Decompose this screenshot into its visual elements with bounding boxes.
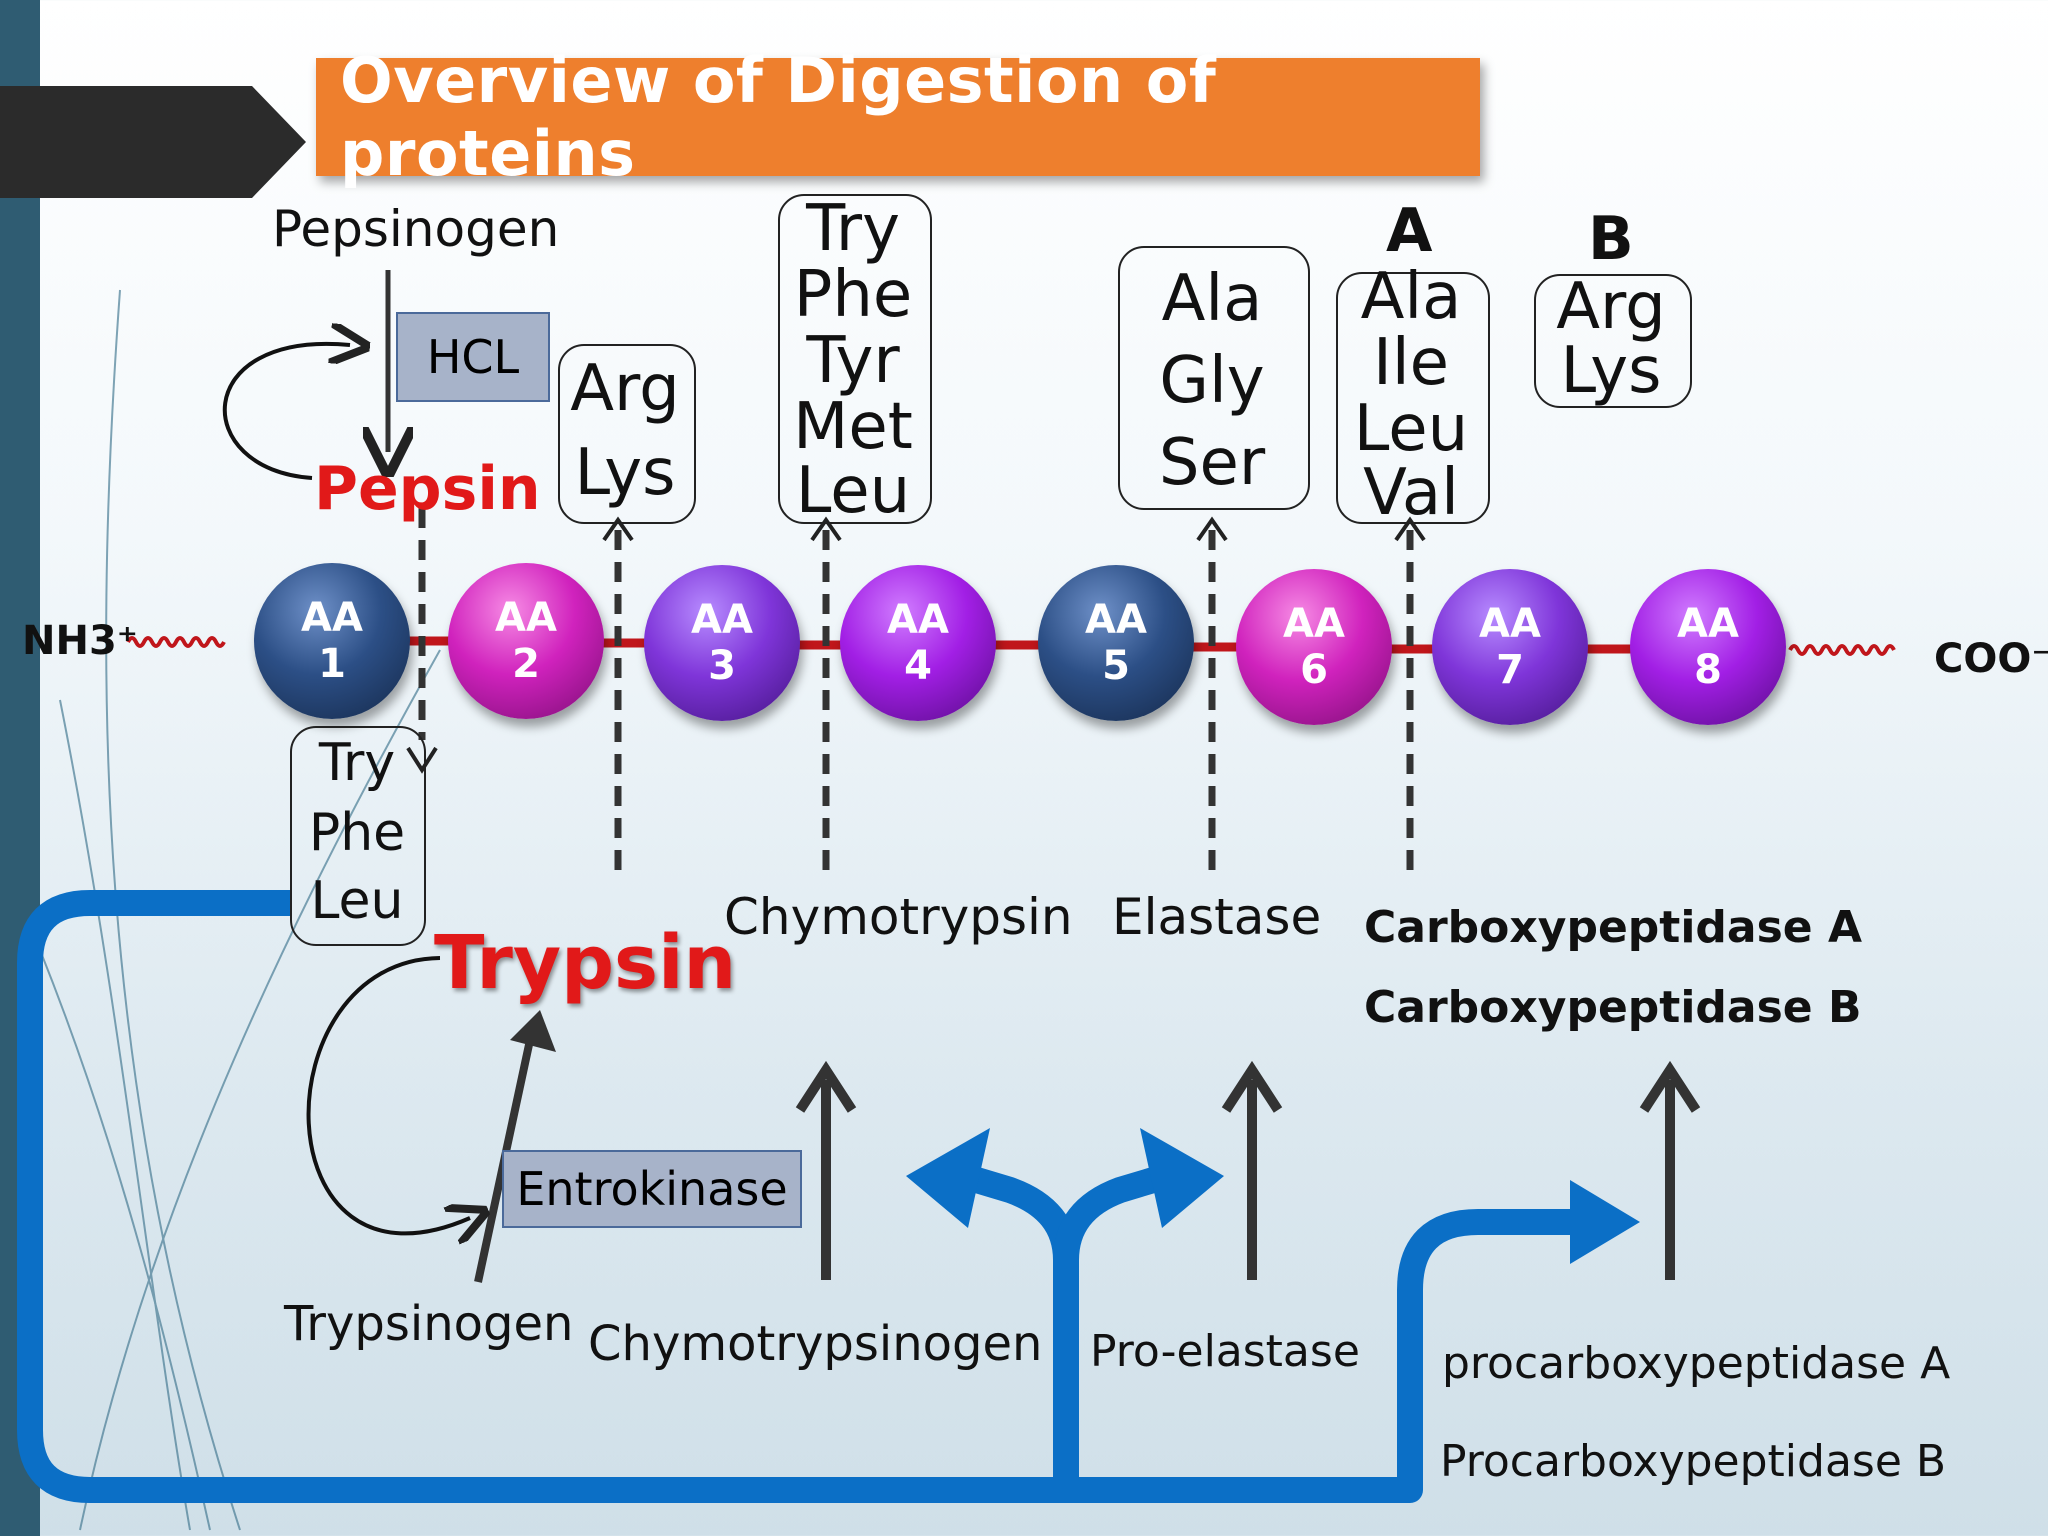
- cleavage-lines: [418, 508, 1414, 870]
- pepsin-sites-bracket: [290, 726, 426, 946]
- elastase-site: Ala: [1161, 262, 1263, 336]
- trypsin-site: Arg: [570, 352, 680, 426]
- carboxypeptidase-a-label: Carboxypeptidase A: [1364, 902, 1863, 953]
- carboxypeptidase-a-sites-bracket: [1336, 272, 1490, 524]
- procarboxypeptidase-b-label: Procarboxypeptidase B: [1440, 1436, 1947, 1487]
- chymotrypsin-site: Leu: [795, 454, 911, 528]
- chymotrypsin-site: Try: [806, 192, 900, 266]
- pepsinogen-label: Pepsinogen: [272, 200, 560, 258]
- procarboxypeptidase-a-label: procarboxypeptidase A: [1442, 1338, 1951, 1389]
- chymotrypsin-site: Tyr: [806, 324, 900, 398]
- trypsin-autocatalysis-arrow: [306, 956, 470, 1233]
- carboxypeptidase-b-site: Arg: [1556, 270, 1666, 344]
- pro-elastase-label: Pro-elastase: [1090, 1326, 1360, 1377]
- hcl-activator-box: HCL: [396, 312, 550, 402]
- c-terminus-label: COO⁻: [1934, 636, 2048, 682]
- chymotrypsinogen-label: Chymotrypsinogen: [588, 1316, 1043, 1372]
- pepsin-site: Try: [318, 733, 396, 793]
- entrokinase-activator-box: Entrokinase: [502, 1150, 802, 1228]
- n-terminus-label: NH3⁺: [22, 618, 138, 664]
- carboxypeptidase-b-label: Carboxypeptidase B: [1364, 982, 1862, 1033]
- page-title: Overview of Digestion of proteins: [340, 44, 1217, 190]
- carboxypeptidase-b-sites-bracket: [1534, 274, 1692, 408]
- title-arrow-tab: [0, 86, 306, 198]
- elastase-site: Gly: [1159, 344, 1265, 418]
- carboxypeptidase-a-site: Ala: [1360, 260, 1462, 334]
- chymotrypsin-sites-bracket: [778, 194, 932, 524]
- c-terminal-squiggle: [1788, 644, 1896, 656]
- elastase-sites-bracket: [1118, 246, 1310, 510]
- trypsin-site: Lys: [574, 436, 676, 510]
- carboxypeptidase-a-site: Leu: [1353, 392, 1469, 466]
- activation-arrows: [795, 1060, 1701, 1280]
- pepsin-site: Phe: [308, 803, 406, 863]
- carboxypeptidase-b-site: Lys: [1560, 334, 1662, 408]
- pancreatic-pipe: [17, 890, 1580, 1503]
- title-banner: Overview of Digestion of proteins: [316, 44, 1480, 190]
- trypsin-sites-bracket: [558, 344, 696, 524]
- pepsin-site: Leu: [310, 871, 404, 931]
- chymotrypsin-site: Met: [793, 390, 913, 464]
- elastase-label: Elastase: [1112, 888, 1322, 946]
- carboxypeptidase-a-site: Ile: [1372, 326, 1450, 400]
- peptide-bonds: [405, 636, 1634, 654]
- carboxypeptidase-a-site: Val: [1363, 456, 1459, 530]
- pepsin-label: Pepsin: [314, 454, 541, 524]
- chymotrypsin-site: Phe: [793, 258, 913, 332]
- pepsin-autocatalysis-arrow: [222, 344, 350, 480]
- trypsin-label: Trypsin: [434, 920, 737, 1006]
- n-terminal-squiggle: [126, 636, 226, 648]
- group-a-heading: A: [1386, 196, 1433, 266]
- elastase-site: Ser: [1158, 426, 1266, 500]
- trypsinogen-label: Trypsinogen: [284, 1296, 574, 1352]
- chymotrypsin-label: Chymotrypsin: [724, 888, 1073, 946]
- group-b-heading: B: [1588, 204, 1634, 274]
